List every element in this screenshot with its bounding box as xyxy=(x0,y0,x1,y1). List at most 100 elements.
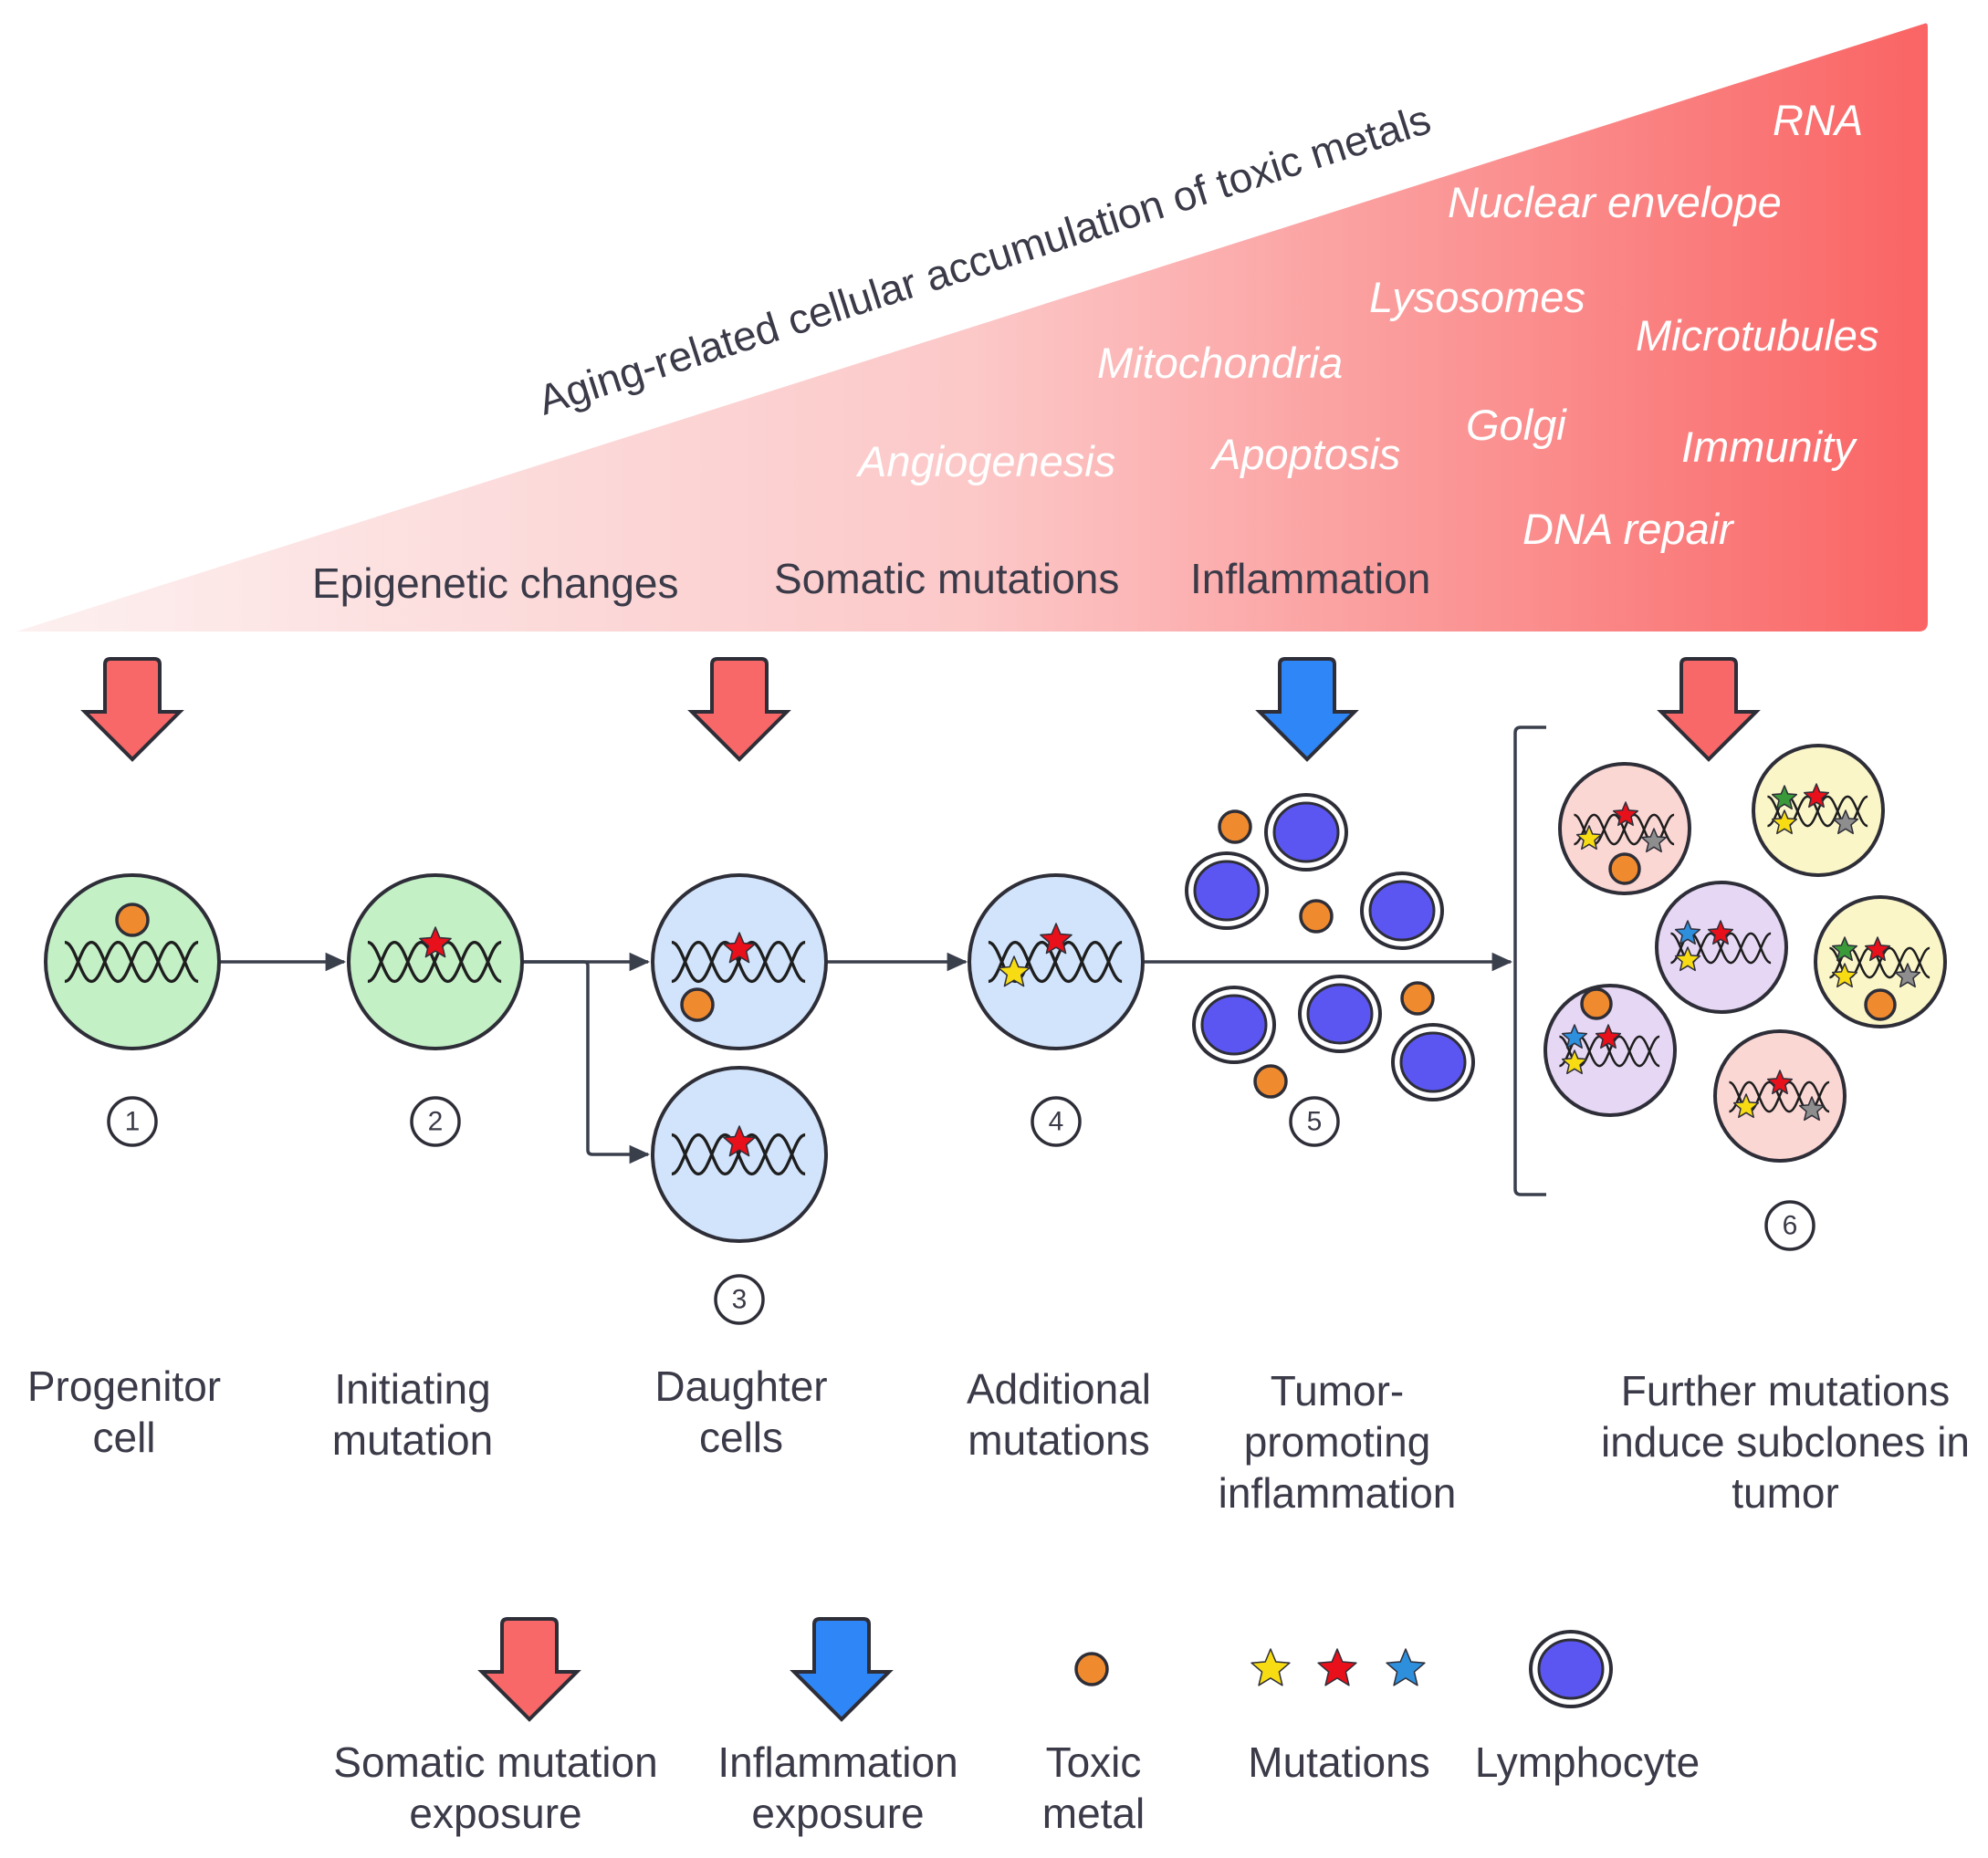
cellular-target-nuclear-envelope: Nuclear envelope xyxy=(1448,178,1782,226)
lymphocyte-icon xyxy=(1192,986,1276,1064)
daughter-cell-1 xyxy=(651,873,828,1050)
mutation-star-icon xyxy=(1612,801,1639,827)
mutation-star-icon xyxy=(1674,946,1701,972)
toxic-metal-icon xyxy=(1253,1064,1288,1099)
star-shape xyxy=(1317,1648,1357,1686)
somatic-exposure-arrow-1 xyxy=(83,657,182,761)
lymphocyte-icon xyxy=(1391,1023,1475,1101)
blue-arrow-icon xyxy=(792,1617,891,1721)
star-shape xyxy=(1612,801,1639,827)
lymphocyte-icon xyxy=(1360,872,1444,950)
mutation-star-icon xyxy=(1640,828,1668,853)
subclone-cell xyxy=(1752,744,1885,877)
svg-text:1: 1 xyxy=(125,1107,141,1137)
svg-text:2: 2 xyxy=(428,1107,444,1137)
mutation-star-icon xyxy=(1894,963,1921,988)
toxic-metal-icon xyxy=(1218,809,1252,844)
mutation-star-icon xyxy=(1771,785,1798,810)
star-shape xyxy=(1575,825,1603,851)
tumor-subclones xyxy=(1543,744,1947,1163)
lymphocyte-icon xyxy=(1264,793,1348,872)
subclone-cell xyxy=(1655,881,1788,1014)
mutation-star-icon xyxy=(1831,936,1858,962)
mutation-star-icon xyxy=(1798,1096,1826,1122)
svg-text:Lymphocyte: Lymphocyte xyxy=(1475,1738,1700,1786)
effect-epigenetic-changes: Epigenetic changes xyxy=(312,559,679,607)
cellular-target-lysosomes: Lysosomes xyxy=(1369,273,1585,321)
star-shape xyxy=(419,926,452,958)
somatic-exposure-arrow-3 xyxy=(1659,657,1758,761)
svg-text:3: 3 xyxy=(732,1285,748,1315)
effect-somatic-mutations: Somatic mutations xyxy=(774,555,1119,602)
aging-triangle: Aging-related cellular accumulation of t… xyxy=(16,23,1928,632)
cellular-target-microtubules: Microtubules xyxy=(1636,311,1878,360)
star-shape xyxy=(1640,828,1668,853)
svg-text:5: 5 xyxy=(1307,1107,1323,1137)
initiating-mutation-cell xyxy=(347,873,524,1050)
lymphocyte-icon xyxy=(1298,975,1382,1053)
lymphocyte-icon xyxy=(1529,1630,1613,1708)
cellular-target-angiogenesis: Angiogenesis xyxy=(855,437,1115,485)
stage-badge-1: 1 xyxy=(107,1096,158,1147)
star-shape xyxy=(1732,1093,1760,1119)
legend-item-mutations: Mutations xyxy=(1248,1648,1430,1786)
additional-mutations-cell xyxy=(968,873,1145,1050)
mutation-star-icon xyxy=(1674,920,1701,945)
mutation-star-icon xyxy=(1771,809,1798,835)
aging-gradient-wedge xyxy=(16,23,1928,632)
mutation-star-icon xyxy=(723,1125,756,1157)
star-shape xyxy=(723,1125,756,1157)
star-shape xyxy=(1707,920,1734,945)
cellular-target-mitochondria: Mitochondria xyxy=(1097,339,1343,387)
mutation-star-icon xyxy=(1864,936,1891,962)
daughter-cell-2 xyxy=(651,1066,828,1243)
star-shape xyxy=(1561,1024,1588,1049)
effect-inflammation: Inflammation xyxy=(1190,555,1430,602)
svg-text:6: 6 xyxy=(1783,1211,1798,1241)
star-shape xyxy=(1595,1024,1622,1049)
connector-2-3 xyxy=(523,960,651,1164)
mutation-star-icon xyxy=(1575,825,1603,851)
mutation-star-icon xyxy=(1803,783,1830,809)
cellular-target-immunity: Immunity xyxy=(1681,423,1857,471)
mutation-stars-icon xyxy=(1250,1648,1426,1686)
star-shape xyxy=(998,955,1031,987)
stage-badge-5: 5 xyxy=(1289,1096,1340,1147)
progenitor-cell xyxy=(44,873,221,1050)
star-shape xyxy=(723,932,756,964)
stage-badge-3: 3 xyxy=(714,1274,765,1325)
star-shape xyxy=(1250,1648,1291,1686)
subclone-cell xyxy=(1713,1029,1847,1163)
stage-number-badges: 1 2 3 4 5 6 xyxy=(107,1096,1815,1325)
stage-badge-2: 2 xyxy=(410,1096,461,1147)
toxic-metal-icon xyxy=(1608,852,1641,885)
mutation-star-icon xyxy=(998,955,1031,987)
svg-text:Mutations: Mutations xyxy=(1248,1738,1429,1786)
cellular-target-apoptosis: Apoptosis xyxy=(1209,430,1400,478)
toxic-metal-icon xyxy=(1400,981,1435,1016)
somatic-exposure-arrow-2 xyxy=(690,657,789,761)
toxic-metal-icon xyxy=(1864,988,1897,1021)
legend-item-lymphocyte: Lymphocyte xyxy=(1475,1630,1700,1786)
toxic-metal-icon xyxy=(1299,899,1334,934)
star-shape xyxy=(1771,785,1798,810)
star-shape xyxy=(1561,1049,1588,1075)
mutation-star-icon xyxy=(1707,920,1734,945)
cellular-target-rna: RNA xyxy=(1773,96,1863,144)
cellular-target-golgi: Golgi xyxy=(1466,401,1567,449)
toxic-metal-icon xyxy=(1074,1652,1109,1686)
mutation-star-icon xyxy=(1832,809,1859,835)
mutation-star-icon xyxy=(1040,923,1072,955)
mutation-star-icon xyxy=(1561,1024,1588,1049)
